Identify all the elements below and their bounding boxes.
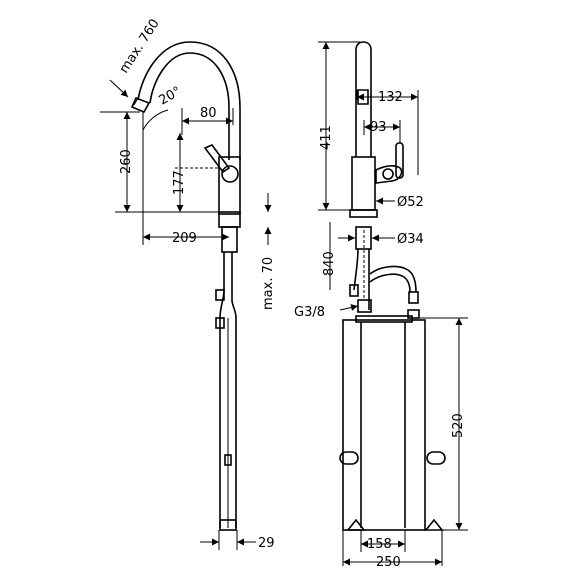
faucet-body: [218, 156, 241, 215]
clip-left: [339, 451, 359, 465]
side-hose-connector-1: [215, 289, 225, 301]
spray-head: [130, 96, 151, 114]
front-hose-end: [407, 309, 420, 319]
dim-max70-label: max. 70: [261, 257, 276, 310]
faucet-base-front: [349, 209, 378, 218]
side-hose-end: [219, 519, 237, 531]
dim-thread-label: G3/8: [294, 305, 325, 320]
spout-outline: [137, 41, 241, 160]
dim-angle-arc: [142, 109, 169, 131]
dim-thread-leader: [339, 304, 359, 311]
clip-right: [426, 451, 446, 465]
side-hose-weight: [224, 454, 232, 466]
box-top-flange: [355, 315, 413, 323]
dim-250-label: 250: [376, 555, 401, 568]
dim-520-label: 520: [451, 413, 466, 438]
lever-handle-front: [375, 165, 403, 184]
lever-pivot-front: [382, 168, 394, 180]
dim-840-label: 840: [322, 251, 337, 276]
dim-d52-label: Ø52: [397, 195, 424, 210]
side-hose-2: [231, 252, 237, 528]
box-outline: [342, 319, 426, 531]
spout-inner-outline: [149, 52, 230, 160]
faucet-shank: [221, 226, 238, 253]
dim-angle-label: 20°: [157, 84, 184, 109]
lever-handle: [203, 144, 231, 174]
dim-29-label: 29: [258, 536, 275, 551]
lever-pivot: [221, 165, 239, 183]
dim-158-label: 158: [367, 537, 392, 552]
front-view: 411 132 93 Ø52 Ø34 840 G3/8 520 158: [294, 41, 468, 568]
dim-411-label: 411: [319, 125, 334, 150]
side-view: max. 760 20° 80 260 177 209 max. 70 29: [100, 17, 276, 551]
faucet-body-front: [351, 156, 376, 211]
dim-209-label: 209: [172, 231, 197, 246]
dim-max-reach-line: [109, 79, 129, 98]
front-hose-connector-left: [349, 284, 359, 297]
dim-177-label: 177: [172, 170, 187, 195]
box-foot-left: [346, 518, 366, 531]
front-hose-loop: [369, 265, 417, 293]
front-hose-connector-right: [408, 291, 419, 304]
dim-80-label: 80: [200, 106, 217, 121]
dim-max-reach-label: max. 760: [117, 17, 163, 77]
side-hose-connector-2: [215, 317, 225, 329]
front-hose-loop-inner: [369, 273, 411, 293]
box-foot-right: [424, 518, 444, 531]
dim-93-label: 93: [370, 120, 387, 135]
shank-front: [355, 226, 372, 250]
spray-head-ring: [133, 95, 140, 106]
front-hose-left: [353, 248, 359, 291]
spout-column: [355, 41, 372, 157]
dim-d34-label: Ø34: [397, 232, 424, 247]
dim-260-label: 260: [119, 149, 134, 174]
dim-132-label: 132: [378, 90, 403, 105]
